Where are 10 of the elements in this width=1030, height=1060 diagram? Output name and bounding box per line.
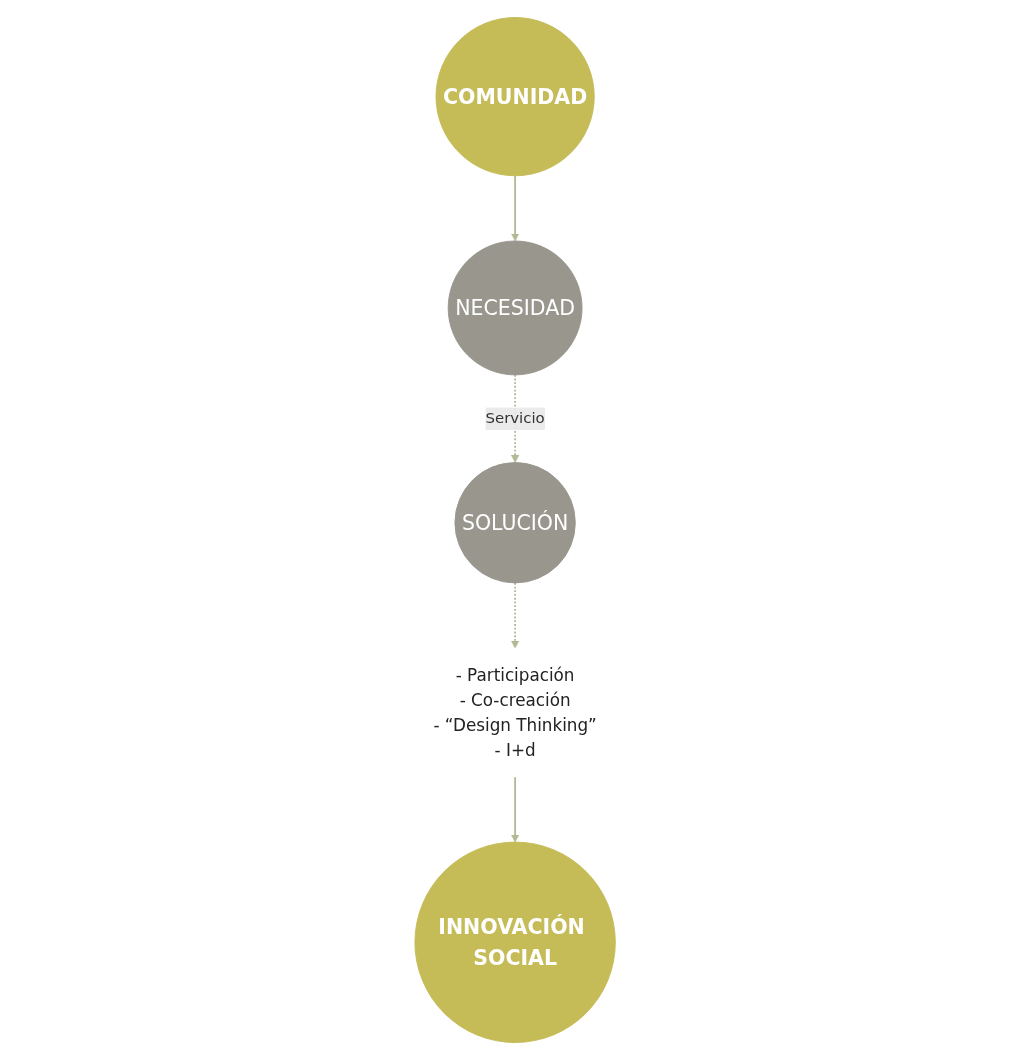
node-circle: SOLUCIÓN [454, 462, 576, 584]
node-circle: NECESIDAD [447, 240, 583, 376]
node-circle: COMUNIDAD [435, 17, 595, 177]
node-text: - Participación - Co-creación - “Design Thinking” - I+d [433, 664, 597, 761]
arrow [510, 373, 520, 463]
arrow [510, 582, 520, 649]
arrow [510, 775, 520, 843]
arrow [510, 174, 520, 242]
node-circle: INNOVACIÓN SOCIAL [414, 841, 616, 1043]
edge-label: Servicio [485, 409, 545, 428]
